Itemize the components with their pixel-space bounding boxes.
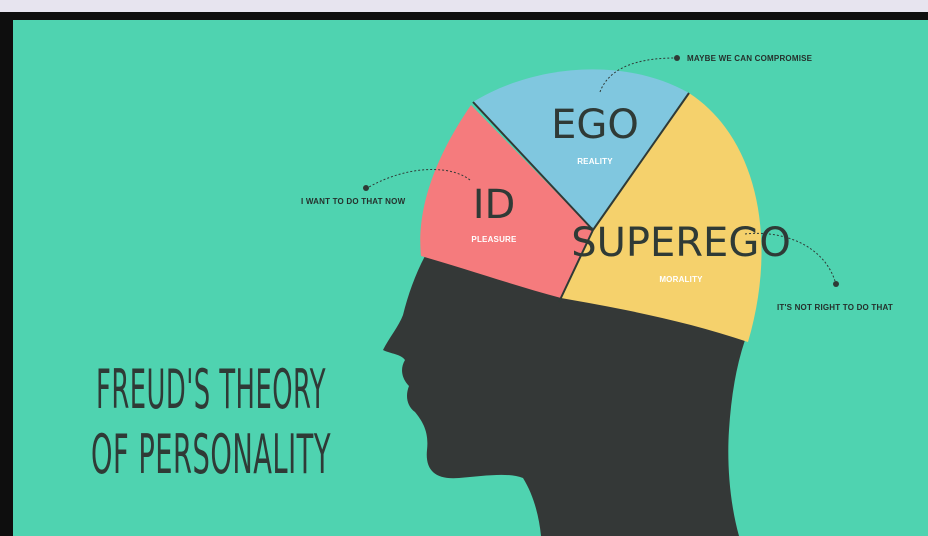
title-line-1: FREUD'S THEORY [96, 358, 326, 421]
id-subtitle: PLEASURE [471, 235, 517, 244]
ego-callout-dot [674, 55, 680, 61]
id-callout-dot [363, 185, 369, 191]
id-label: ID [473, 182, 516, 228]
ego-section [473, 69, 689, 230]
superego-section [561, 93, 762, 342]
title-line-2: OF PERSONALITY [91, 423, 331, 486]
superego-callout-connector [744, 232, 836, 282]
superego-subtitle: MORALITY [659, 275, 703, 284]
divider-id-superego [558, 229, 594, 303]
id-callout-connector [368, 169, 471, 188]
freud-diagram: EGO REALITY ID PLEASURE SUPEREGO MORALIT… [91, 54, 893, 536]
id-section [420, 105, 593, 298]
ego-subtitle: REALITY [577, 157, 613, 166]
divider-id-ego [472, 101, 594, 231]
infographic-canvas: EGO REALITY ID PLEASURE SUPEREGO MORALIT… [13, 20, 928, 536]
divider-ego-superego [592, 92, 690, 231]
superego-label: SUPEREGO [571, 220, 791, 266]
ego-callout: MAYBE WE CAN COMPROMISE [687, 54, 813, 63]
ego-callout-connector [599, 57, 676, 93]
head-silhouette [383, 256, 745, 536]
id-callout: I WANT TO DO THAT NOW [301, 197, 406, 206]
ego-label: EGO [551, 102, 639, 148]
superego-callout: IT'S NOT RIGHT TO DO THAT [777, 303, 893, 312]
superego-callout-dot [833, 281, 839, 287]
